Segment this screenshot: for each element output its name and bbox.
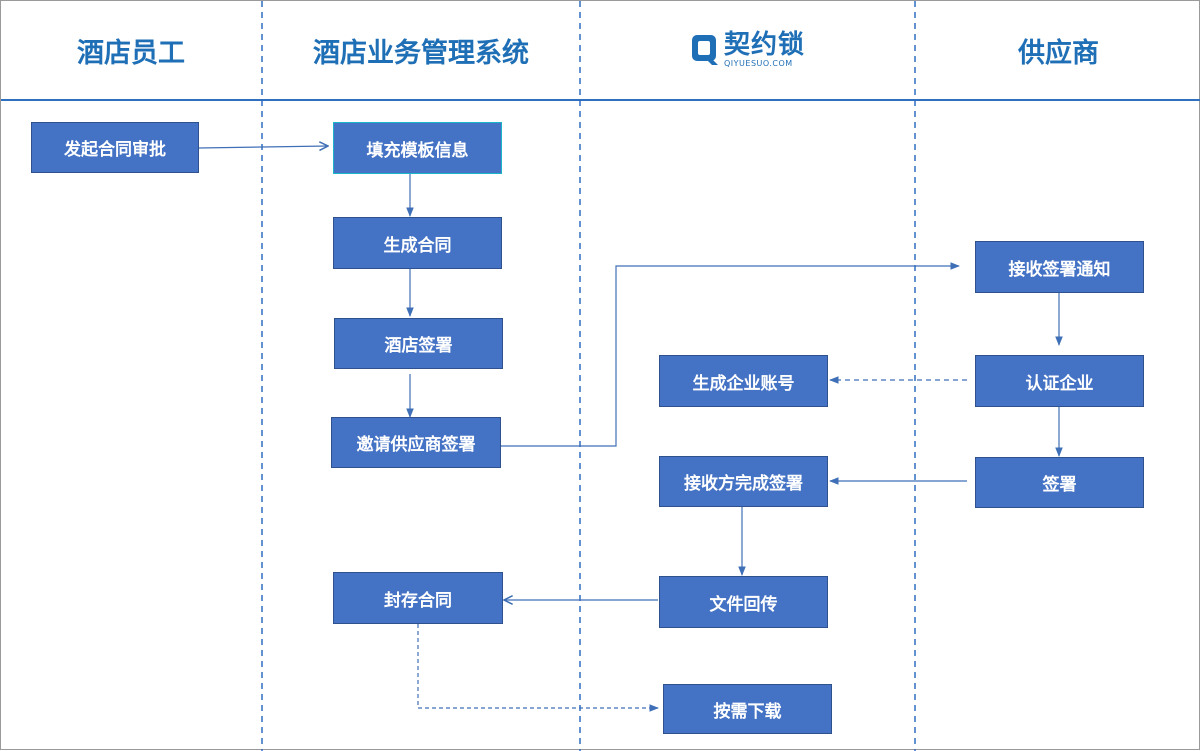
lane-header-system: 酒店业务管理系统 [263, 1, 579, 99]
step-gen-account-label: 生成企业账号 [692, 373, 795, 394]
step-receive-notice: 接收签署通知 [975, 241, 1144, 293]
lane-title-supplier: 供应商 [1018, 37, 1099, 69]
lane-title-employee: 酒店员工 [77, 37, 185, 69]
lane-header-supplier: 供应商 [916, 1, 1200, 99]
step-receive-notice-label: 接收签署通知 [1008, 259, 1111, 280]
step-receiver-done: 接收方完成签署 [659, 456, 828, 507]
step-archive-label: 封存合同 [384, 590, 452, 611]
qiyuesuo-logo-icon [691, 35, 718, 65]
lane-header-employee: 酒店员工 [1, 1, 261, 99]
qiyuesuo-logo-text: 契约锁 [723, 30, 805, 60]
step-generate-label: 生成合同 [383, 235, 452, 256]
step-receiver-done-label: 接收方完成签署 [684, 474, 803, 494]
arrow-archive-to-download [417, 624, 659, 712]
step-archive: 封存合同 [333, 572, 503, 624]
step-invite: 邀请供应商签署 [331, 417, 501, 468]
step-download: 按需下载 [663, 684, 832, 734]
step-download-label: 按需下载 [713, 701, 782, 722]
step-gen-account: 生成企业账号 [659, 355, 828, 407]
step-generate: 生成合同 [333, 217, 502, 269]
step-verify: 认证企业 [975, 355, 1144, 407]
step-fill: 填充模板信息 [333, 122, 502, 174]
lane-title-system: 酒店业务管理系统 [313, 37, 529, 69]
qiyuesuo-logo: 契约锁 QIYUESUO.COM [690, 32, 805, 68]
step-invite-label: 邀请供应商签署 [356, 435, 476, 455]
step-fill-label: 填充模板信息 [366, 140, 469, 161]
step-initiate-label: 发起合同审批 [64, 140, 166, 160]
qiyuesuo-logo-domain: QIYUESUO.COM [723, 59, 793, 68]
step-return-file: 文件回传 [659, 576, 828, 628]
step-initiate: 发起合同审批 [31, 122, 199, 173]
lane-header-qiyuesuo: 契约锁 QIYUESUO.COM [581, 1, 914, 99]
step-sign-label: 签署 [1042, 475, 1077, 495]
arrow-invite-to-receive-notice [501, 262, 960, 447]
step-return-file-label: 文件回传 [709, 594, 778, 615]
step-verify-label: 认证企业 [1025, 373, 1094, 394]
step-hotel-sign: 酒店签署 [334, 318, 503, 369]
step-sign: 签署 [975, 457, 1144, 508]
arrow-initiate-to-fill [198, 146, 328, 148]
step-hotel-sign-label: 酒店签署 [384, 336, 453, 356]
